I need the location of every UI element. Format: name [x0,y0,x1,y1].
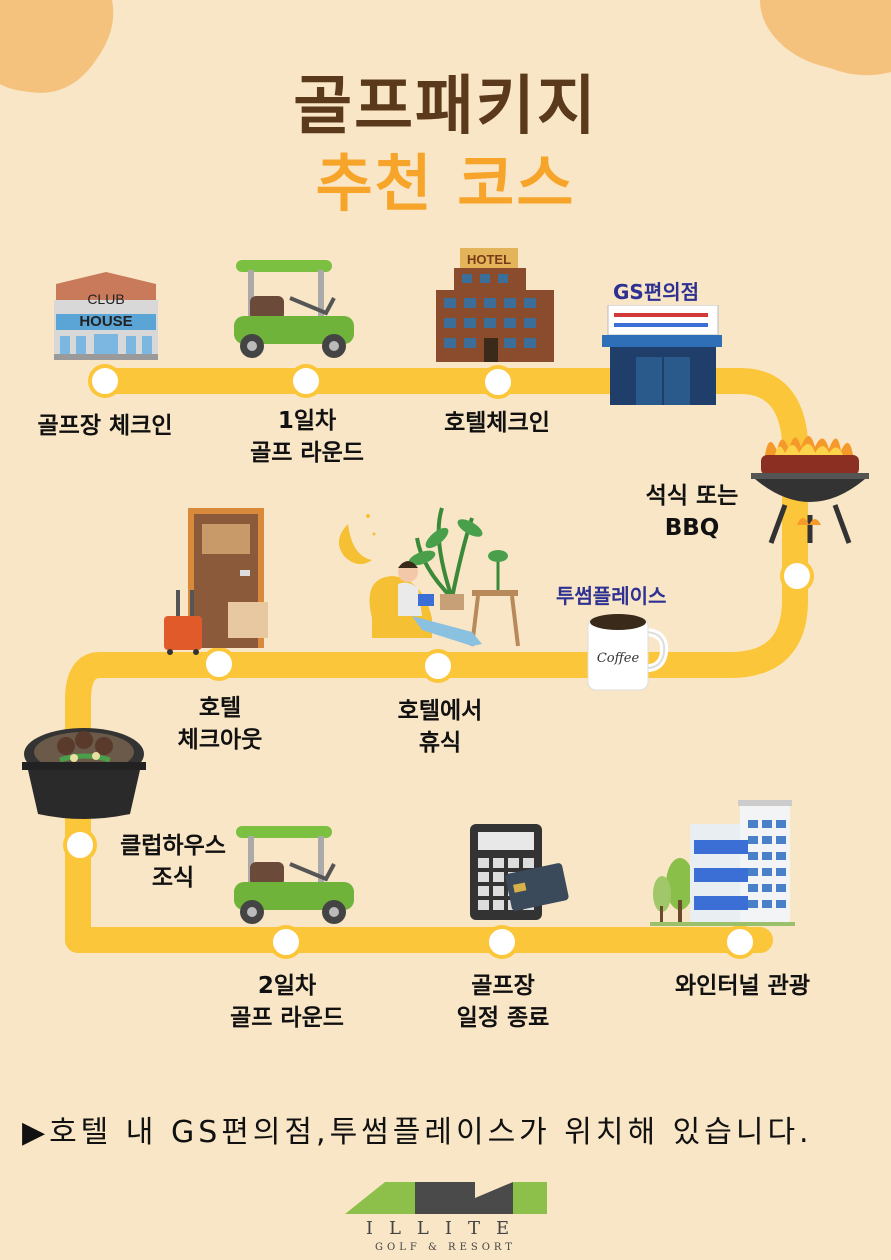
stop-label-winery-tour: 와인터널 관광 [675,973,810,999]
stop-dot [481,365,515,399]
stop-dot [63,828,97,862]
stop-dot [723,925,757,959]
footer-notice: ▶호텔 내 GS편의점,투썸플레이스가 위치해 있습니다. [22,1115,813,1150]
route-path [65,368,808,953]
stop-dot [289,364,323,398]
coffee-cup-text: Coffee [597,651,640,666]
stone-pot-icon [22,728,146,819]
resort-logo-icon [345,1182,547,1214]
winery-building-icon [650,800,795,926]
stop-dot [421,649,455,683]
stop-label-hotel-checkin: 호텔체크인 [444,410,550,436]
stop-dot [485,925,519,959]
coffee-mug-icon: Coffee [587,614,669,691]
logo-name: ILLITE [365,1218,526,1239]
relaxing-person-icon [338,507,520,647]
route-stops [63,364,814,959]
bbq-grill-icon [751,436,869,544]
clubhouse-line2: HOUSE [79,313,132,330]
stop-dot [269,925,303,959]
golf-cart-icon-day2 [234,826,354,924]
stop-label-golf-checkin: 골프장 체크인 [37,413,173,439]
clubhouse-icon: CLUB HOUSE [54,272,158,360]
hotel-sign: HOTEL [467,252,511,267]
twosome-label: 투썸플레이스 [556,584,667,608]
convenience-store-icon [602,305,722,405]
gs-store-label: GS편의점 [613,280,700,304]
stop-dot [202,647,236,681]
hotel-icon: HOTEL [436,248,554,362]
page-title: 골프패키지 [293,70,598,144]
clubhouse-line1: CLUB [87,291,124,307]
calculator-icon [470,824,569,920]
hotel-door-icon [164,508,268,655]
page-subtitle: 추천 코스 [315,147,576,220]
golf-cart-icon [234,260,354,358]
stop-dot [88,364,122,398]
logo-subtitle: GOLF & RESORT [375,1242,516,1253]
stop-dot [780,559,814,593]
